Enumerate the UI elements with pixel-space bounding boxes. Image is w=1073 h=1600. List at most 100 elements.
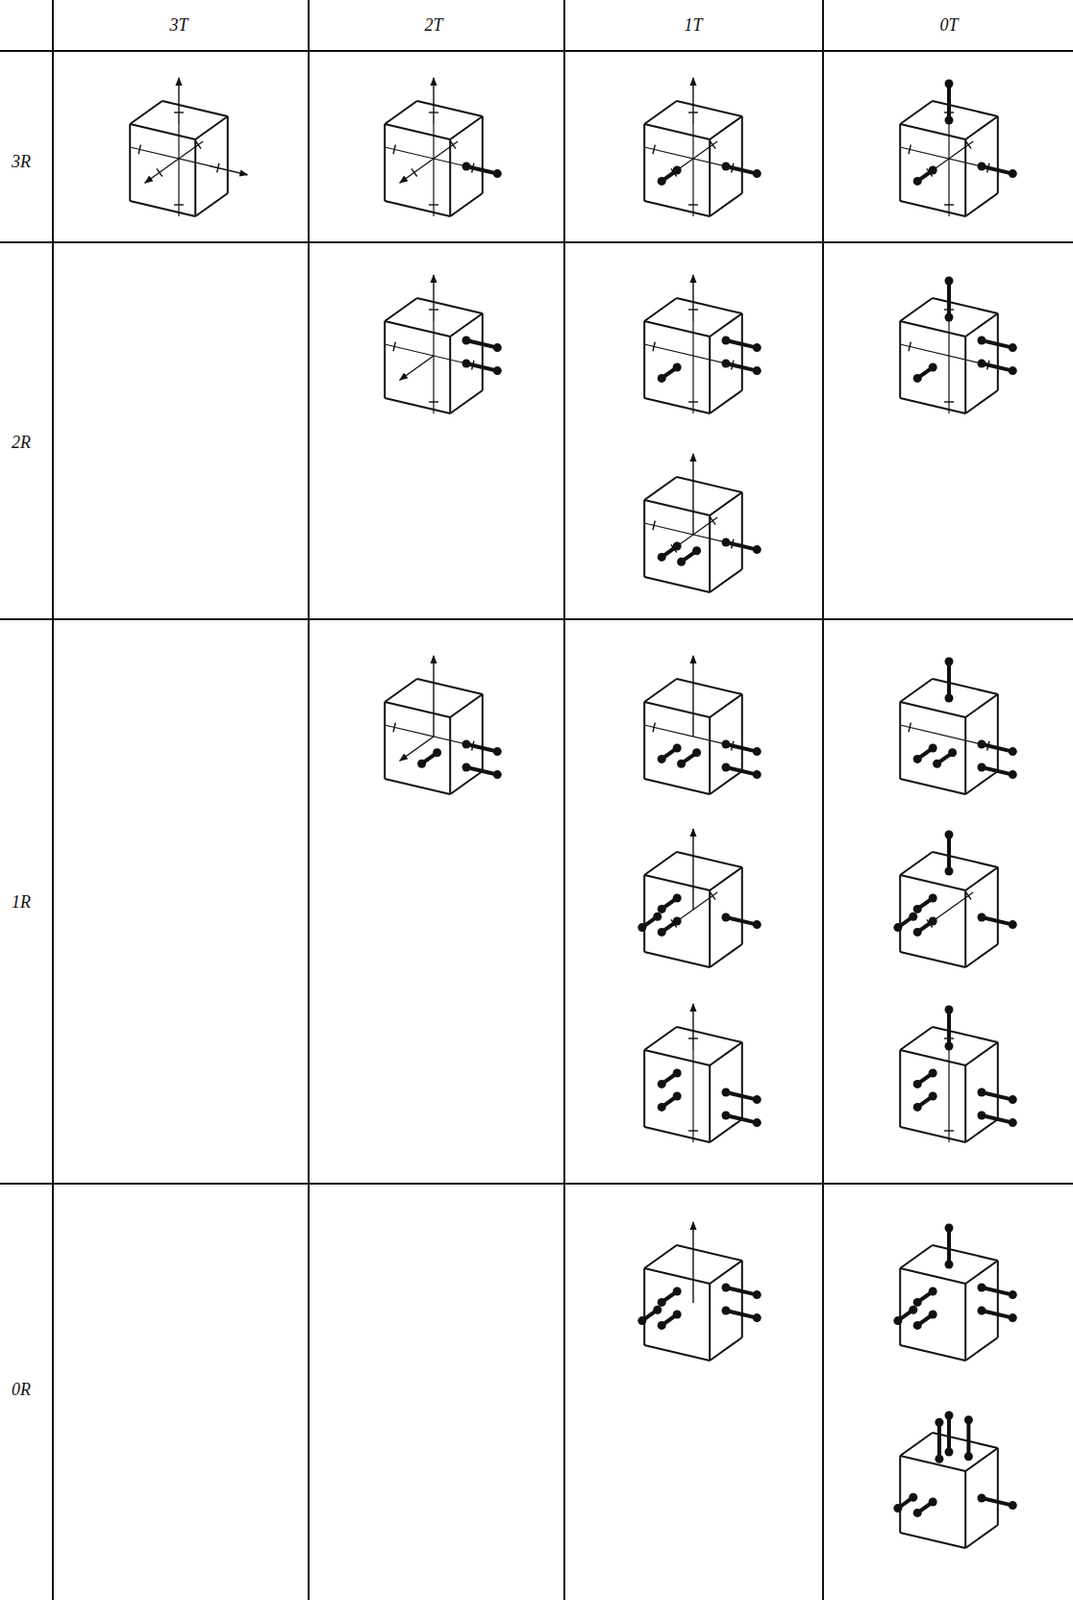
constraint-rod (725, 542, 757, 550)
cube-edge (932, 1432, 999, 1448)
rod-ball (657, 1102, 667, 1112)
rod-ball (893, 1503, 902, 1513)
cube-edge (965, 694, 999, 718)
rotation-tick (428, 400, 439, 402)
rod-ball (928, 1287, 938, 1297)
rod-ball (637, 923, 647, 932)
rotation-tick (428, 203, 439, 205)
rod-ball (752, 169, 762, 178)
constraint-rod (725, 1310, 757, 1319)
column-header: 2T (424, 16, 443, 34)
rotation-axis (924, 892, 974, 927)
rod-ball (934, 1454, 944, 1464)
constraint-rod (937, 1422, 942, 1459)
rod-ball (913, 374, 923, 383)
cube-edge (965, 1042, 999, 1066)
rotation-tick (652, 723, 655, 733)
cube-edge (899, 124, 966, 140)
rotation-axis (177, 124, 179, 217)
rotation-tick (688, 1129, 699, 1131)
constraint-cube (893, 1411, 1017, 1549)
rod-ball (722, 1283, 731, 1293)
column-header: 3T (169, 16, 188, 34)
rod-ball (673, 166, 682, 175)
cube-edge (899, 1026, 933, 1050)
rod-ball (928, 166, 938, 175)
row-header: 2R (11, 433, 31, 451)
constraint-rod (947, 1415, 951, 1452)
rod-ball (977, 740, 987, 749)
rod-ball (1008, 920, 1018, 929)
cube-edge (643, 499, 646, 577)
rod-ball (462, 336, 472, 346)
rotation-tick (138, 145, 141, 155)
rod-ball (945, 1260, 954, 1270)
cube-edge (676, 851, 743, 868)
rod-ball (657, 1079, 667, 1089)
cube-edge (644, 851, 677, 875)
constraint-rod (947, 661, 951, 699)
cube-edge (384, 398, 450, 414)
rod-ball (934, 1418, 944, 1427)
cube-edge (709, 1042, 743, 1066)
rod-ball (913, 1297, 923, 1307)
rod-ball (1008, 169, 1018, 178)
rod-ball (928, 917, 938, 926)
rod-ball (913, 1079, 923, 1089)
constraint-rod (725, 917, 757, 925)
constraint-rod (725, 767, 757, 775)
constraint-rod (981, 1287, 1013, 1296)
cube-edge (644, 1345, 710, 1361)
rod-ball (913, 176, 923, 186)
rotation-axis (432, 124, 434, 217)
rod-ball (913, 1508, 923, 1518)
constraint-cube (384, 655, 502, 795)
rod-ball (1008, 747, 1018, 756)
cube-edge (964, 336, 967, 414)
cube-edge (898, 874, 901, 952)
cube-edge (709, 569, 743, 593)
rod-ball (462, 162, 472, 172)
cube-edge (383, 321, 386, 399)
translation-arrow (177, 77, 179, 125)
rod-ball (417, 759, 426, 769)
cube-edge (965, 1260, 999, 1284)
cube-edge (676, 100, 743, 117)
constraint-cube (384, 274, 502, 414)
cube-edge (932, 678, 999, 695)
cube-edge (708, 1065, 711, 1143)
cube-edge (676, 1026, 743, 1043)
cube-edge (708, 1283, 711, 1361)
rod-ball (977, 1088, 987, 1098)
cube-edge (899, 851, 933, 875)
cube-edge (195, 116, 228, 140)
constraint-rod (981, 1310, 1013, 1319)
rod-ball (964, 1415, 974, 1424)
cube-edge (449, 694, 483, 718)
rotation-tick (908, 723, 911, 733)
rod-ball (1008, 1500, 1018, 1510)
constraint-rod (466, 363, 498, 372)
rod-ball (657, 754, 667, 764)
constraint-rod (466, 767, 498, 775)
cube-edge (449, 390, 483, 414)
cube-edge (644, 200, 710, 217)
cube-edge (964, 1471, 967, 1548)
rod-ball (673, 363, 682, 373)
cube-edge (965, 390, 999, 414)
rotation-tick (652, 342, 655, 352)
cube-edge (644, 1245, 677, 1269)
cube-edge (162, 100, 228, 117)
cube-edge (708, 515, 711, 593)
cube-edge (898, 701, 901, 779)
cube-edge (965, 944, 999, 968)
cube-edge (644, 951, 710, 968)
cube-edge (709, 1337, 743, 1361)
rod-ball (913, 1321, 923, 1330)
row-header: 3R (11, 152, 31, 171)
rod-ball (493, 343, 502, 352)
cube-edge (643, 1268, 646, 1346)
rod-ball (913, 1102, 923, 1112)
cube-edge (449, 717, 451, 795)
rod-ball (432, 748, 442, 757)
